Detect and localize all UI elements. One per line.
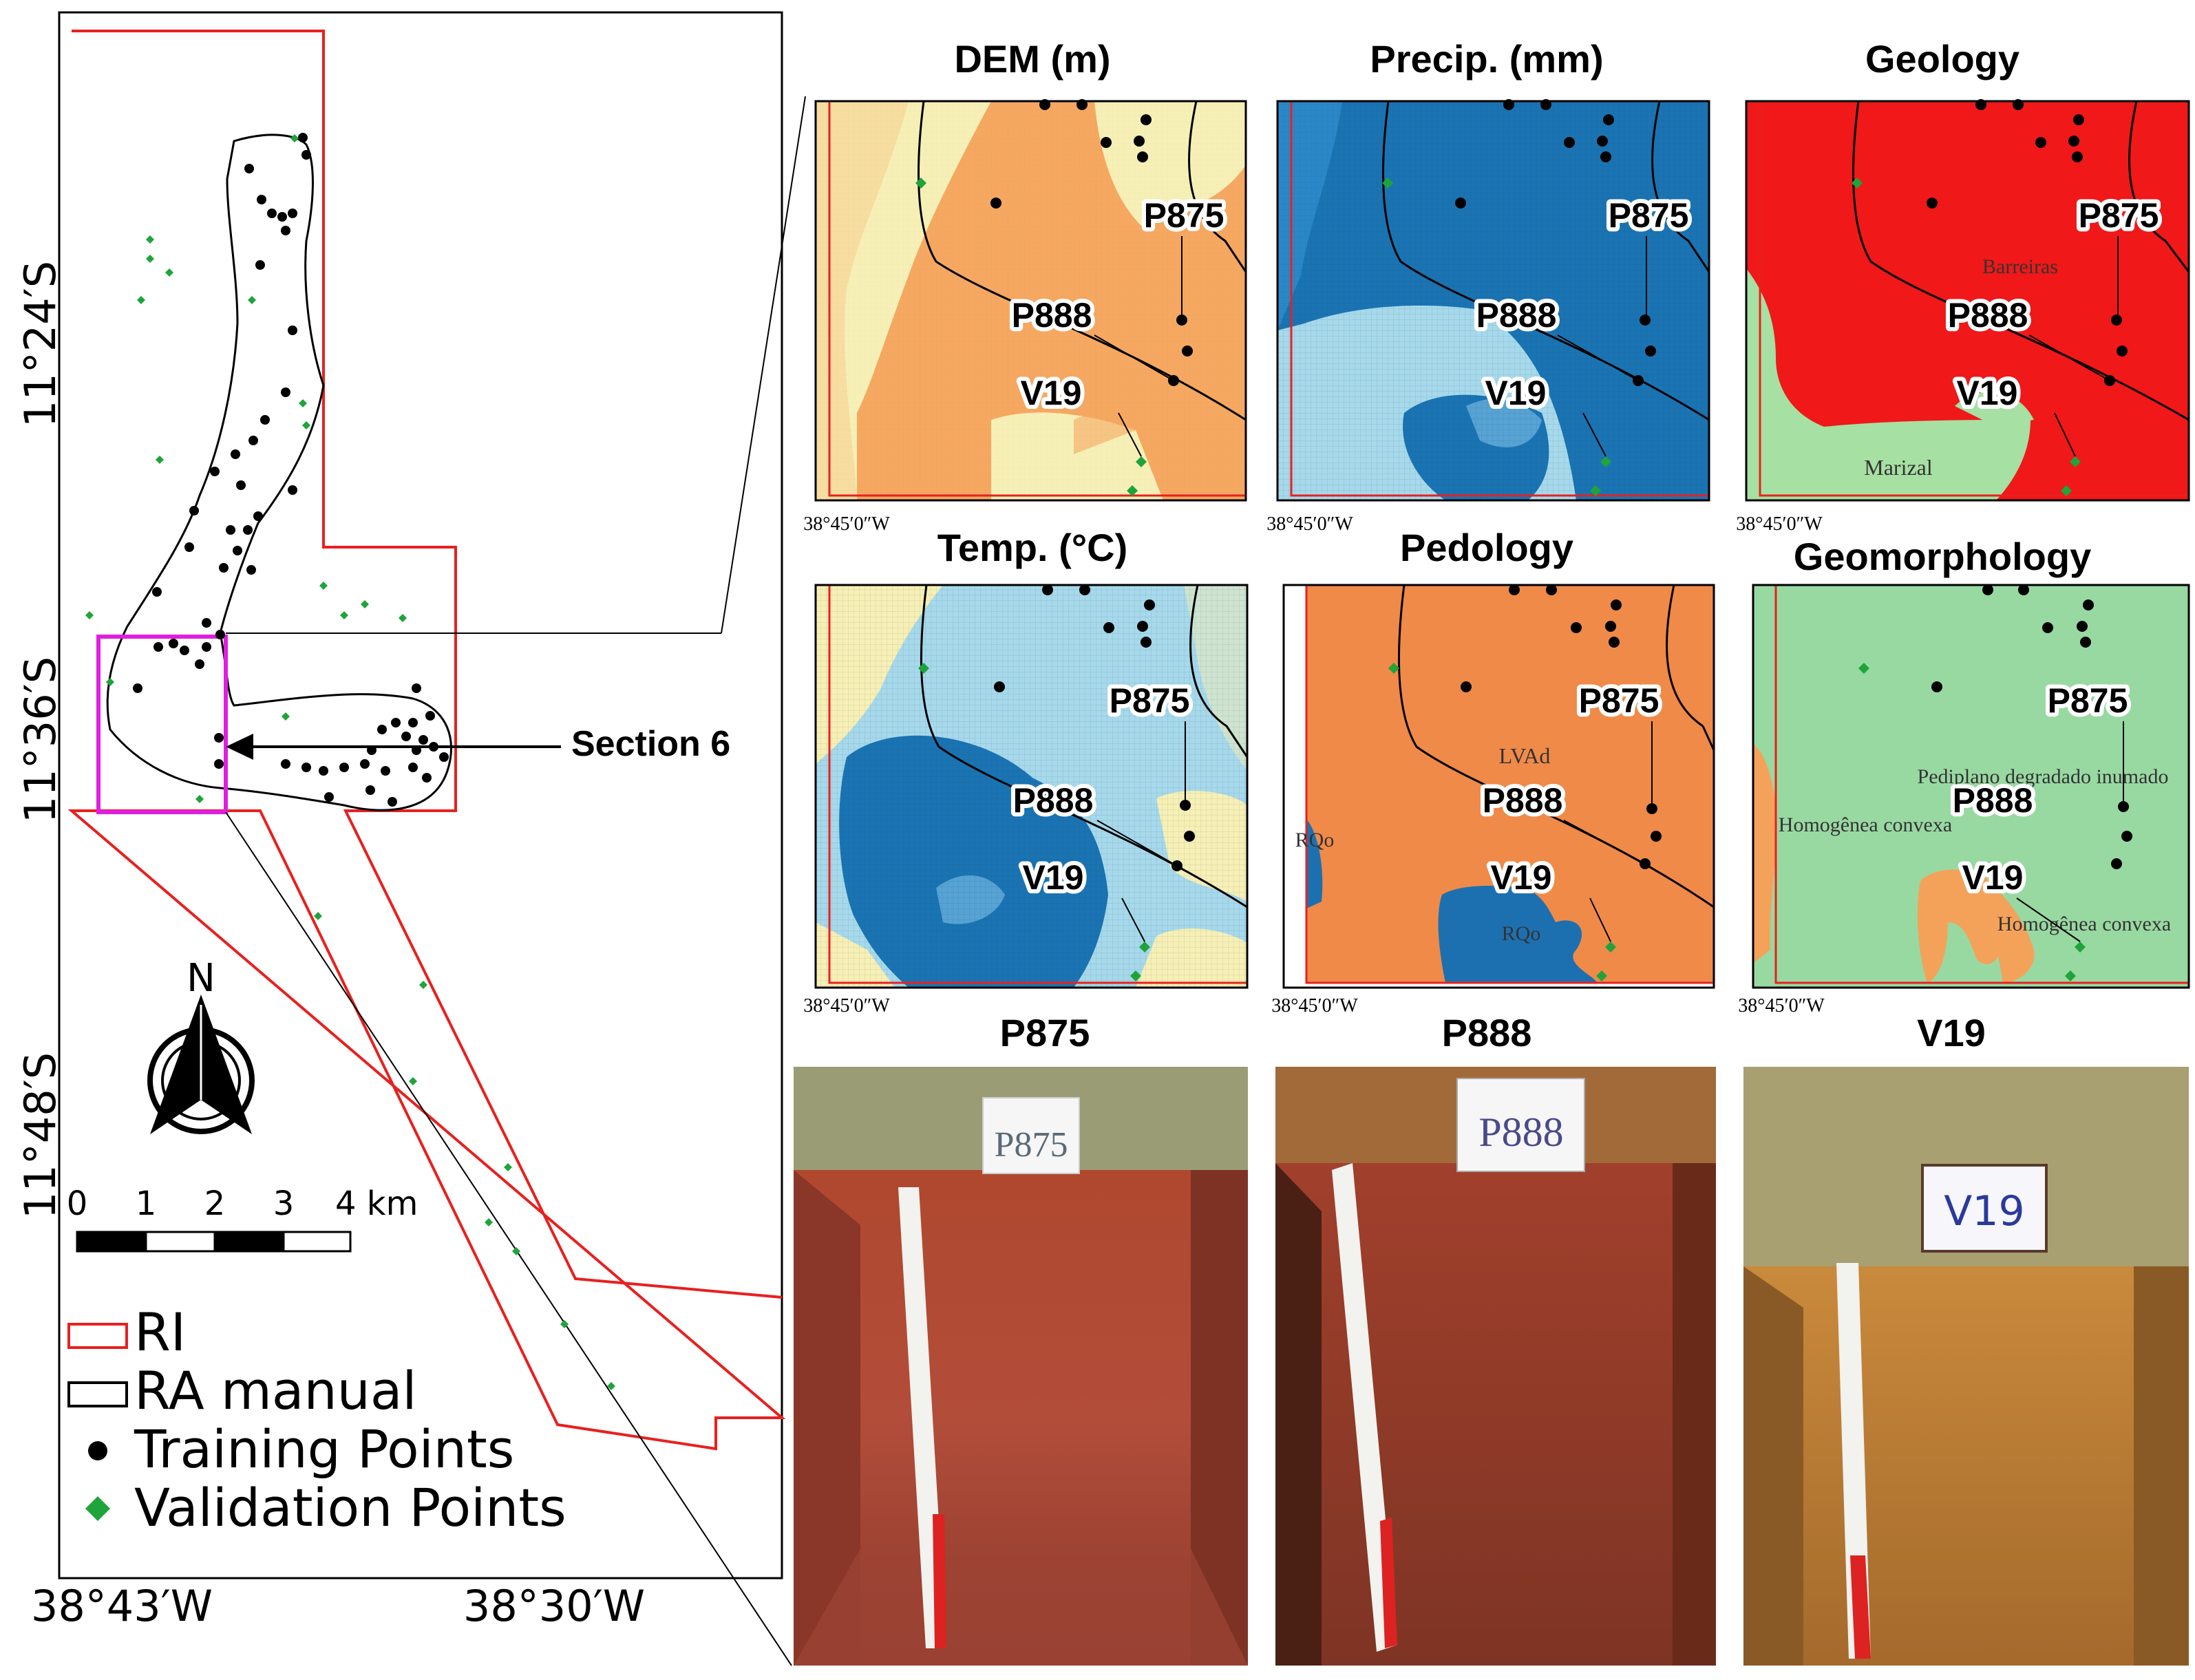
- lat-label: 11°36′S: [15, 657, 65, 823]
- photo-sign: [982, 1097, 1080, 1174]
- point-label: P875: [1110, 681, 1190, 720]
- point-label: P888: [1953, 781, 2033, 820]
- corner-coordinate: 38°45′0″W: [803, 513, 890, 535]
- point-label: P875: [1579, 681, 1659, 720]
- point-label: P875: [2079, 196, 2159, 235]
- pedology-class-label: RQo: [1502, 922, 1541, 945]
- point-label: P888: [1948, 296, 2028, 334]
- point-label: V19: [1485, 374, 1547, 412]
- lat-label: 11°24′S: [15, 261, 65, 427]
- zoom-line: [721, 96, 806, 634]
- point-label: V19: [1491, 858, 1552, 897]
- panel-geomorph-markers: P875 P888 V19 38°45′0″W: [1738, 584, 2132, 1017]
- lat-label: 11°48′S: [15, 1052, 65, 1219]
- scale-tick: 4 km: [335, 1184, 418, 1223]
- legend-label: Validation Points: [134, 1477, 566, 1538]
- photo-sign-text: V19: [1944, 1187, 2024, 1235]
- overview-map: Section 6: [15, 11, 806, 1666]
- legend: RI RA manual Training Points Validation …: [67, 1301, 566, 1538]
- panel-geomorphology: Pediplano degradado inumado Homogênea co…: [1752, 584, 2190, 989]
- panel-geology-markers: P875 P888 V19 38°45′0″W: [1736, 99, 2163, 535]
- panel-title: Geology: [1865, 37, 2019, 81]
- point-label: P875: [1609, 196, 1689, 235]
- point-label: P875: [1144, 196, 1224, 235]
- north-arrow-icon: [147, 995, 255, 1134]
- photo-title: P875: [1000, 1011, 1090, 1054]
- measuring-tape: [898, 1187, 946, 1648]
- panel-title: Temp. (°C): [937, 526, 1127, 569]
- legend-swatch-validation: [85, 1496, 110, 1521]
- point-label: P888: [1483, 781, 1563, 820]
- corner-coordinate: 38°45′0″W: [803, 995, 890, 1017]
- training-points: [133, 133, 449, 807]
- panel-temp-markers: P875 P888 V19 38°45′0″W: [803, 584, 1195, 1017]
- panel-titles: DEM (m) Precip. (mm) Geology Temp. (°C) …: [937, 37, 2091, 578]
- section-label: Section 6: [571, 724, 730, 764]
- section-highlight-box: [96, 635, 228, 814]
- soil-profile-photo-p875: P875: [794, 1067, 1248, 1666]
- pedology-class-label: RQo: [1295, 829, 1335, 851]
- ri-boundary: [67, 30, 786, 1451]
- panel-pedology-markers: P875 P888 V19 38°45′0″W: [1271, 584, 1663, 1017]
- panel-temp: [814, 584, 1249, 989]
- zoom-line: [225, 811, 792, 1666]
- photo-sign: [1456, 1078, 1585, 1172]
- soil-profile-photo-p888: P888: [1275, 1067, 1716, 1666]
- point-label: P888: [1476, 296, 1557, 334]
- photo-sign: [1921, 1164, 2048, 1253]
- scale-tick: 0: [67, 1184, 88, 1223]
- panel-dem-markers: P875 P888 V19 38°45′0″W: [803, 99, 1228, 535]
- point-label: P888: [1012, 296, 1092, 334]
- panel-dem: [814, 100, 1247, 502]
- panel-pedology: LVAd RQo RQo: [1282, 584, 1715, 989]
- legend-label: Training Points: [134, 1418, 514, 1480]
- soil-profile-photo-v19: V19: [1743, 1067, 2189, 1666]
- panel-precip: [1276, 100, 1710, 502]
- photo-title: P888: [1442, 1011, 1532, 1054]
- pedology-class-label: LVAd: [1499, 743, 1551, 768]
- geomorph-class-label: Homogênea convexa: [1779, 814, 1952, 836]
- measuring-tape: [1836, 1263, 1871, 1659]
- panel-title: Precip. (mm): [1370, 37, 1603, 81]
- corner-coordinate: 38°45′0″W: [1266, 513, 1353, 535]
- north-label: N: [187, 956, 215, 1001]
- panel-geology: Barreiras Marizal: [1745, 100, 2190, 502]
- section-arrow-head: [226, 734, 253, 760]
- corner-coordinate: 38°45′0″W: [1738, 995, 1825, 1017]
- panel-title: Geomorphology: [1794, 535, 2091, 578]
- scale-tick: 3: [273, 1184, 295, 1223]
- geomorph-class-label: Homogênea convexa: [1997, 913, 2171, 935]
- photo-sign-text: P875: [995, 1125, 1068, 1165]
- legend-label: RA manual: [134, 1360, 417, 1421]
- scale-tick: 2: [204, 1184, 226, 1223]
- geology-class-label: Marizal: [1864, 455, 1933, 480]
- point-label: V19: [1957, 374, 2018, 412]
- legend-swatch-training: [88, 1441, 107, 1460]
- panel-title: Pedology: [1400, 526, 1573, 569]
- scale-tick: 1: [136, 1184, 157, 1223]
- lon-label: 38°30′W: [463, 1581, 645, 1631]
- legend-label: RI: [134, 1301, 186, 1363]
- overview-map-frame: [58, 11, 783, 1580]
- photo-sign-text: P888: [1478, 1109, 1563, 1155]
- scale-bar: [76, 1231, 352, 1253]
- point-label: V19: [1962, 858, 2024, 897]
- corner-coordinate: 38°45′0″W: [1271, 995, 1358, 1017]
- point-label: P875: [2048, 681, 2128, 720]
- measuring-tape: [1332, 1163, 1397, 1652]
- photo-title: V19: [1917, 1011, 1986, 1054]
- legend-swatch-ra: [67, 1381, 128, 1407]
- geology-class-label: Barreiras: [1982, 255, 2058, 278]
- panel-title: DEM (m): [954, 37, 1110, 81]
- validation-points: [85, 134, 615, 1390]
- legend-swatch-ri: [67, 1323, 128, 1349]
- panel-precip-markers: P875 P888 V19 38°45′0″W: [1266, 99, 1693, 535]
- point-label: P888: [1013, 781, 1094, 820]
- corner-coordinate: 38°45′0″W: [1736, 513, 1823, 535]
- lon-label: 38°43′W: [31, 1581, 213, 1631]
- point-label: V19: [1021, 374, 1082, 412]
- point-label: V19: [1023, 858, 1084, 897]
- geomorph-class-label: Pediplano degradado inumado: [1918, 765, 2169, 788]
